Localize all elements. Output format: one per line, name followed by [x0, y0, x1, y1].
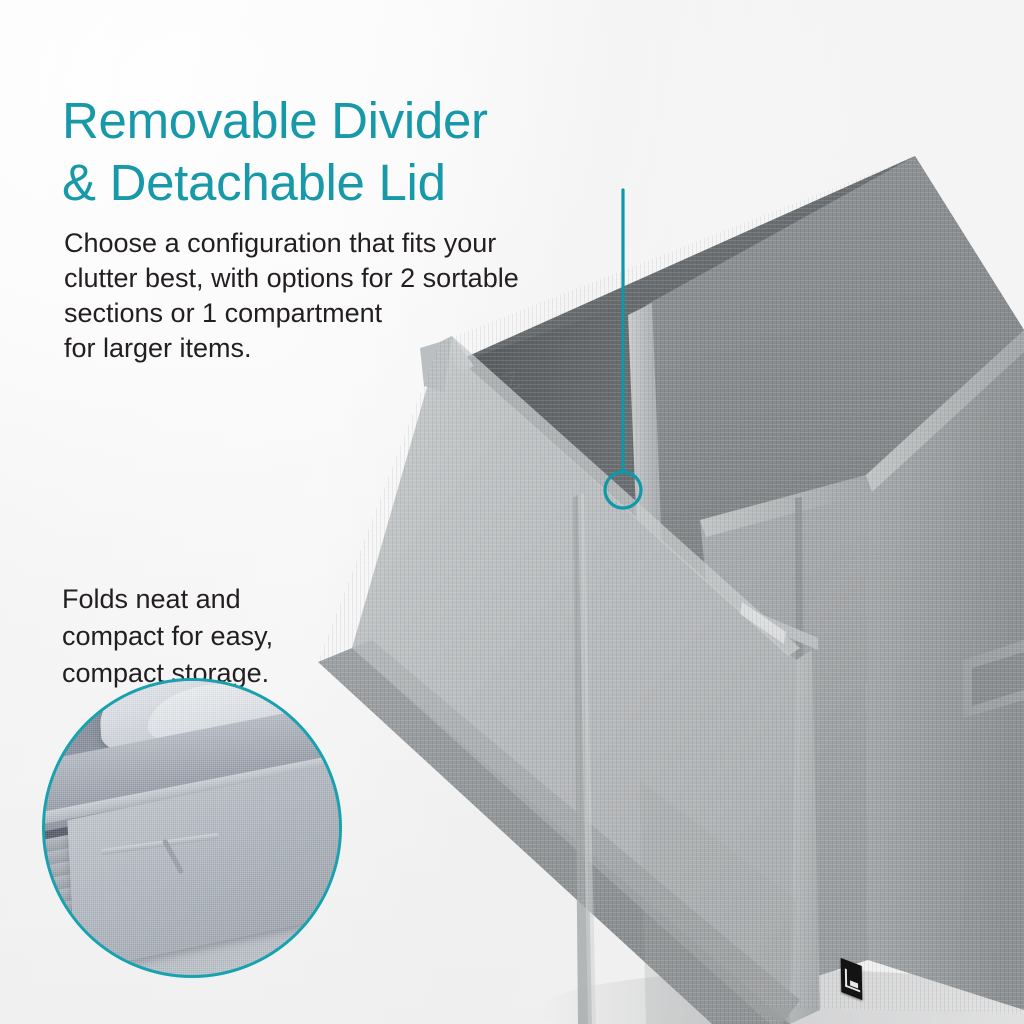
lid-top-surface [352, 342, 796, 1024]
callout-target-circle [603, 470, 643, 510]
bin-side-handle [963, 640, 1024, 718]
bin-side-handle-slot [972, 652, 1024, 706]
inset-photo-content [45, 681, 339, 975]
caption-line-1: Folds neat and [62, 584, 241, 614]
floor-shadow [540, 970, 1024, 1024]
bin-front-rim [700, 475, 872, 537]
inset-photo-folded-flat [42, 678, 342, 978]
lid-center-crease-highlight [578, 493, 596, 1024]
lid-border-band [352, 640, 800, 1024]
lid-center-crease [573, 494, 592, 1024]
page-title: Removable Divider & Detachable Lid [62, 90, 682, 214]
body-line-1: Choose a configuration that fits your [64, 228, 497, 258]
body-line-3: sections or 1 compartment [64, 298, 383, 328]
lid-underside-edge [318, 648, 790, 1024]
lid-right-panel [790, 650, 820, 1024]
bin-back-handle [752, 610, 818, 650]
removable-divider-panel [646, 156, 1024, 695]
inset-fabric-texture [45, 681, 339, 975]
brand-mark-icon [844, 968, 861, 993]
bin-interior-right-cavity [700, 520, 1024, 700]
bin-front-wall [700, 475, 868, 1000]
embossed-mark: Z [499, 364, 525, 398]
lid-upper-seam [440, 336, 800, 656]
headline-line-1: Removable Divider [62, 92, 488, 150]
body-line-4: for larger items. [64, 333, 252, 363]
inset-caption: Folds neat and compact for easy, compact… [62, 581, 392, 692]
divider-edge-highlight [628, 303, 662, 560]
body-line-2: clutter best, with options for 2 sortabl… [64, 263, 519, 293]
caption-line-2: compact for easy, [62, 621, 274, 651]
brand-tag [840, 957, 863, 1001]
body-description: Choose a configuration that fits your cl… [64, 226, 624, 366]
bin-front-crease [795, 497, 806, 982]
lid-handle-slit [740, 602, 786, 644]
lid-shading [640, 780, 796, 1024]
headline-line-2: & Detachable Lid [62, 154, 446, 212]
bin-right-rim [866, 330, 1024, 492]
bin-right-wall [866, 330, 1024, 1010]
